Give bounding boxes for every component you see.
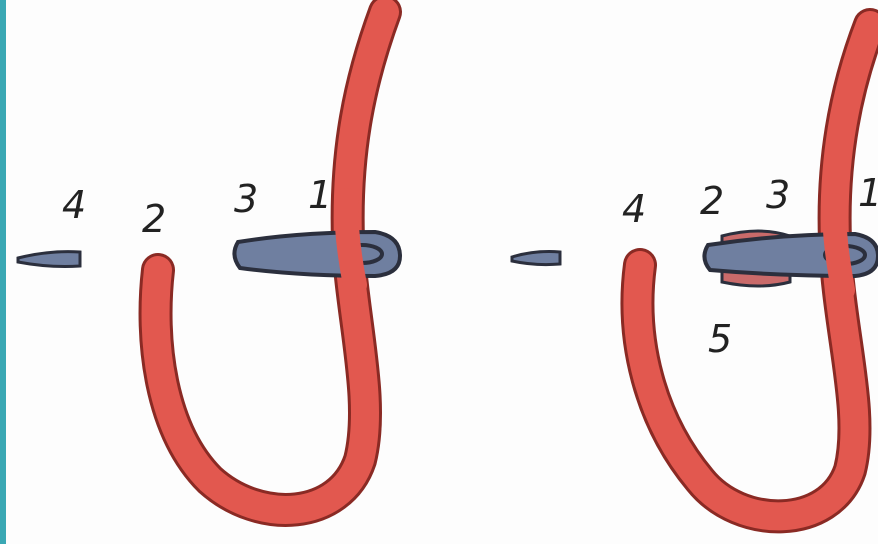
label-5-right: 5 bbox=[708, 317, 732, 361]
left-needle-tip bbox=[16, 250, 82, 268]
label-2-right: 2 bbox=[700, 179, 724, 223]
right-panel: 4 2 3 1 5 bbox=[510, 8, 878, 534]
label-4-left: 4 bbox=[62, 183, 86, 227]
right-thread-fill bbox=[623, 11, 878, 531]
left-border bbox=[0, 0, 6, 544]
right-needle bbox=[702, 231, 878, 279]
left-thread-fill bbox=[141, 0, 399, 524]
left-needle bbox=[232, 229, 403, 279]
label-1-right: 1 bbox=[858, 171, 878, 215]
label-2-left: 2 bbox=[142, 197, 166, 241]
label-1-left: 1 bbox=[308, 173, 332, 217]
right-needle-tip bbox=[510, 250, 562, 267]
label-3-left: 3 bbox=[234, 177, 258, 221]
label-4-right: 4 bbox=[622, 187, 646, 231]
label-3-right: 3 bbox=[766, 173, 790, 217]
right-thread-over bbox=[822, 193, 855, 302]
left-thread-over bbox=[334, 188, 367, 297]
left-panel: 4 2 3 1 bbox=[16, 0, 403, 527]
